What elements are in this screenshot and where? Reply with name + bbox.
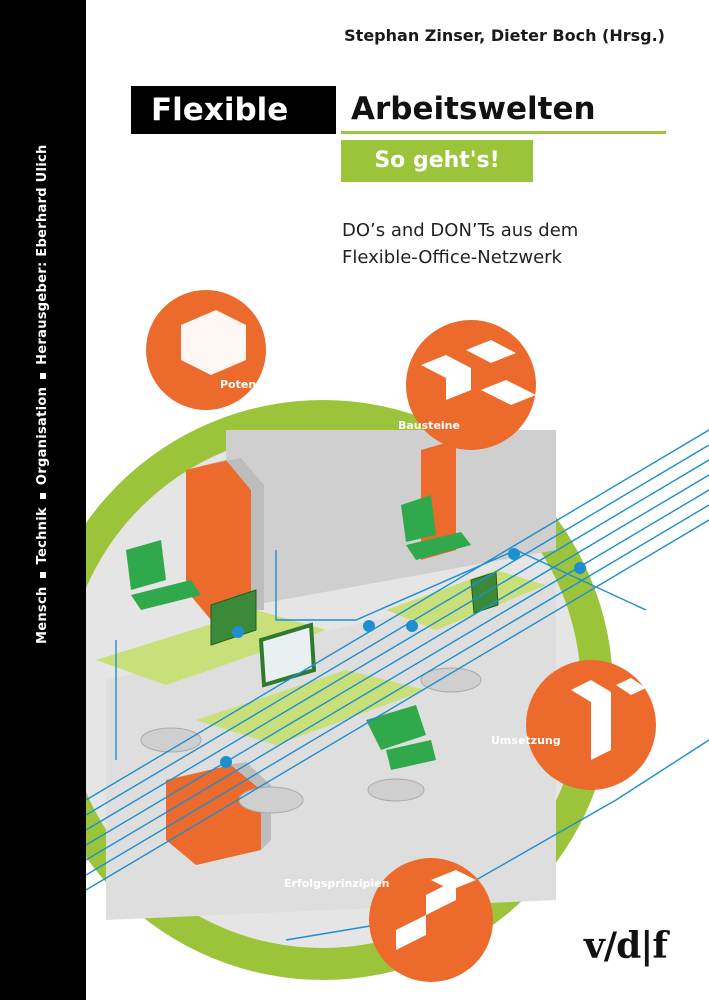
- book-authors: Stephan Zinser, Dieter Boch (Hrsg.): [344, 26, 665, 45]
- circle-erfolgsprinzipien: [369, 858, 493, 982]
- desk-right: [386, 570, 546, 630]
- description-line-2: Flexible-Office-Netzwerk: [342, 247, 562, 268]
- steps-icon: [396, 870, 476, 950]
- label-erfolgsprinzipien: Erfolgsprinzipien: [284, 877, 390, 890]
- label-bausteine: Bausteine: [398, 419, 460, 432]
- circle-potenzial: [146, 290, 266, 410]
- series-item-technik: Technik: [35, 507, 50, 565]
- chair-front: [366, 705, 436, 770]
- series-editor: Herausgeber: Eberhard Ulich: [35, 144, 50, 365]
- cube-icon: [181, 310, 246, 375]
- publisher-logo: v/d|f: [584, 925, 668, 967]
- desk-center: [196, 670, 426, 745]
- monitor-left: [210, 589, 257, 646]
- desk-foot: [238, 786, 304, 814]
- circle-bausteine: [406, 320, 536, 450]
- chair-foot: [367, 778, 425, 802]
- book-description: DO’s and DON’Ts aus dem Flexible-Office-…: [342, 217, 672, 271]
- series-label: Mensch Technik Organisation Herausgeber: Eb…: [34, 24, 52, 644]
- description-line-1: DO’s and DON’Ts aus dem: [342, 220, 579, 241]
- series-separator: [39, 572, 46, 579]
- office-illustration: [86, 290, 709, 982]
- label-umsetzung: Umsetzung: [491, 734, 561, 747]
- series-item-mensch: Mensch: [35, 586, 50, 644]
- desk-foot: [420, 667, 482, 693]
- series-separator: [39, 493, 46, 500]
- chair-left: [126, 540, 201, 610]
- circle-umsetzung: [526, 660, 656, 790]
- stairs-icon: [571, 678, 646, 760]
- cabinet-back: [186, 458, 264, 620]
- monitor-center: [258, 622, 317, 688]
- back-wall: [226, 430, 556, 610]
- title-part2: Arbeitswelten: [351, 91, 596, 127]
- label-potenzial: Potenzial: [220, 378, 278, 391]
- series-separator: [39, 372, 46, 379]
- desk-foot: [140, 727, 202, 753]
- cabinet-front: [166, 762, 271, 865]
- title-underline: [341, 131, 666, 134]
- desk-left: [96, 610, 326, 685]
- chair-right: [401, 495, 471, 560]
- network-lines: [86, 429, 709, 941]
- series-item-organisation: Organisation: [35, 386, 50, 486]
- network-nodes: [220, 548, 586, 768]
- blocks-icon: [421, 340, 536, 405]
- title-part1: Flexible: [131, 86, 336, 134]
- book-subtitle: So geht's!: [341, 140, 533, 182]
- series-band: Mensch Technik Organisation Herausgeber: Eb…: [0, 0, 86, 1000]
